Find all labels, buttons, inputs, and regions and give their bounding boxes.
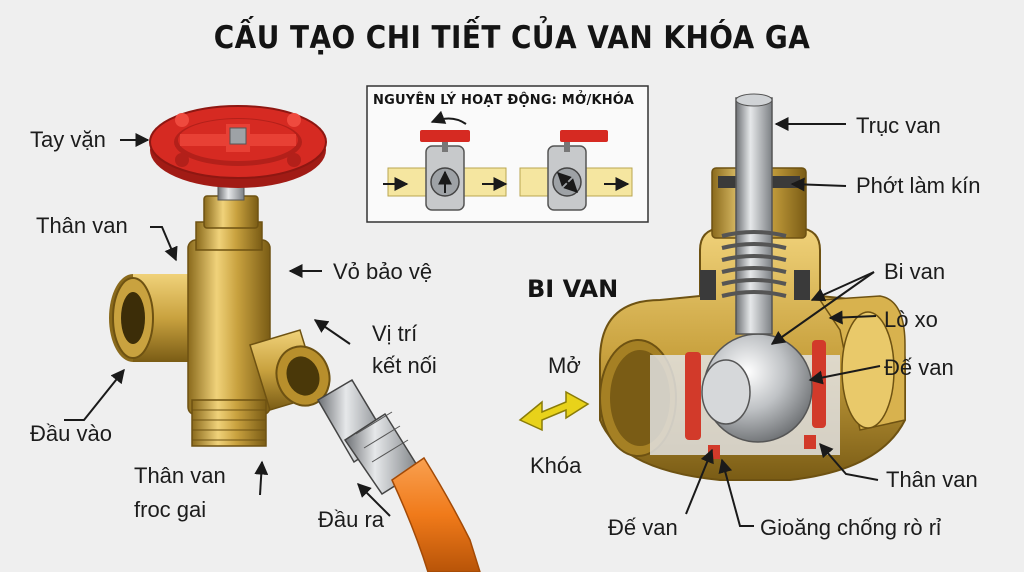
label-barb-body-line1: Thân van bbox=[134, 463, 226, 488]
gas-hose bbox=[391, 456, 481, 572]
right-leaders bbox=[685, 117, 881, 527]
bonnet-nut bbox=[203, 195, 259, 229]
gasket-right bbox=[812, 340, 826, 428]
inset-closed-valve bbox=[519, 130, 633, 211]
inset-title: NGUYÊN LÝ HOẠT ĐỘNG: MỞ/KHÓA bbox=[373, 93, 634, 108]
label-stem: Trục van bbox=[856, 113, 941, 138]
label-body-right: Thân van bbox=[886, 467, 978, 492]
principle-inset bbox=[366, 85, 649, 223]
left-valve-illustration bbox=[109, 105, 481, 572]
label-seat-right: Đế van bbox=[884, 355, 954, 380]
label-outlet: Đầu ra bbox=[318, 507, 385, 532]
label-barb-body-line2: froc gai bbox=[134, 497, 207, 522]
label-inlet: Đầu vào bbox=[30, 421, 112, 446]
gasket-left bbox=[685, 352, 701, 440]
valve-spring bbox=[721, 230, 787, 298]
main-body bbox=[187, 239, 271, 416]
handwheel bbox=[149, 105, 327, 188]
page-title: CẤU TẠO CHI TIẾT CỦA VAN KHÓA GA bbox=[213, 20, 811, 56]
label-guard: Vỏ bảo vệ bbox=[333, 259, 433, 284]
label-spring: Lò xo bbox=[884, 307, 938, 332]
label-seal: Phớt làm kín bbox=[856, 173, 981, 198]
open-close-arrow bbox=[518, 390, 590, 432]
label-open: Mở bbox=[548, 353, 581, 378]
label-connection-line2: kết nối bbox=[372, 353, 437, 378]
label-body-top: Thân van bbox=[36, 213, 128, 238]
inlet-port bbox=[109, 274, 213, 362]
section-label-ball-valve: BI VAN bbox=[527, 275, 619, 303]
label-gasket: Gioăng chống rò rỉ bbox=[760, 515, 941, 540]
label-ball: Bi van bbox=[884, 259, 946, 284]
left-leaders bbox=[64, 133, 391, 517]
label-handle: Tay vặn bbox=[30, 127, 106, 152]
label-seat-bottom: Đế van bbox=[608, 515, 678, 540]
bottom-thread-port bbox=[191, 399, 267, 447]
outlet-port bbox=[249, 329, 331, 411]
valve-stem bbox=[735, 97, 773, 335]
inset-open-valve bbox=[383, 110, 508, 211]
right-cutaway-valve bbox=[599, 93, 906, 481]
label-close: Khóa bbox=[530, 453, 582, 478]
label-connection-line1: Vị trí bbox=[372, 321, 418, 346]
